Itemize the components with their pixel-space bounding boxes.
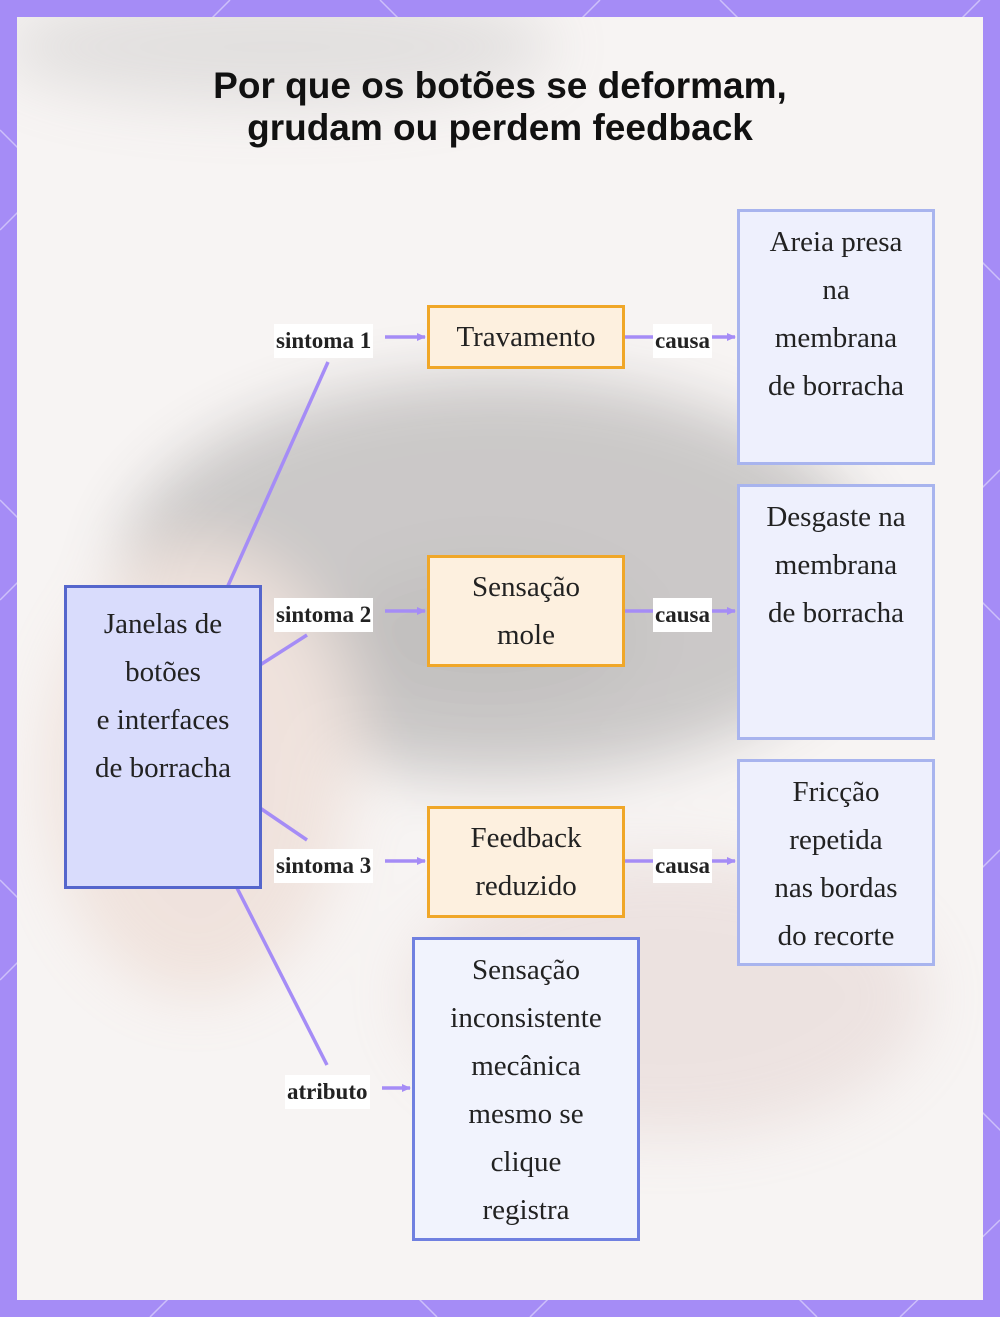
edge-label-symptom-1: sintoma 1	[274, 324, 374, 358]
symptom-node-2: Sensação mole	[427, 555, 625, 667]
cause-node-2: Desgaste na membrana de borracha	[737, 484, 935, 740]
symptom-2-line: Sensação	[472, 571, 580, 603]
cause-1-line: na	[822, 274, 850, 306]
cause-3-line: Fricção	[792, 776, 880, 808]
edge-label-symptom-2: sintoma 2	[274, 598, 374, 632]
symptom-3-line: Feedback	[470, 822, 582, 854]
title-line-2: grudam ou perdem feedback	[247, 107, 753, 148]
attribute-line: clique	[490, 1146, 562, 1178]
attribute-line: mecânica	[471, 1050, 581, 1082]
edge-label-symptom-3: sintoma 3	[274, 849, 374, 883]
edge-label-cause-1: causa	[653, 324, 712, 358]
title-line-1: Por que os botões se deformam,	[213, 65, 787, 106]
attribute-line: Sensação	[472, 954, 580, 986]
root-line: e interfaces	[96, 704, 230, 736]
attribute-line: registra	[482, 1194, 570, 1226]
symptom-node-1: Travamento	[427, 305, 625, 369]
edge-label-cause-2: causa	[653, 598, 712, 632]
cause-1-line: Areia presa	[769, 226, 903, 258]
edge-label-attribute: atributo	[285, 1075, 370, 1109]
edge-label-cause-3: causa	[653, 849, 712, 883]
root-node: Janelas de botões e interfaces de borrac…	[64, 585, 262, 889]
symptom-2-line: mole	[497, 619, 555, 651]
symptom-3-line: reduzido	[475, 870, 577, 902]
cause-node-1: Areia presa na membrana de borracha	[737, 209, 935, 465]
edge-root-to-symptom-1	[225, 361, 330, 589]
root-line: botões	[125, 656, 201, 688]
diagram-card: Por que os botões se deformam, grudam ou…	[17, 17, 983, 1300]
edge-root-to-symptom-2	[259, 633, 308, 667]
cause-3-line: do recorte	[777, 920, 895, 952]
cause-3-line: repetida	[789, 824, 883, 856]
root-line: de borracha	[94, 752, 232, 784]
attribute-line: mesmo se	[468, 1098, 584, 1130]
edge-root-to-attribute	[235, 887, 329, 1066]
attribute-line: inconsistente	[450, 1002, 602, 1034]
cause-3-line: nas bordas	[774, 872, 898, 904]
cause-2-line: Desgaste na	[766, 501, 906, 533]
root-line: Janelas de	[103, 608, 223, 640]
edge-root-to-symptom-3	[259, 806, 308, 842]
cause-node-3: Fricção repetida nas bordas do recorte	[737, 759, 935, 966]
cause-1-line: de borracha	[767, 370, 905, 402]
symptom-1-line: Travamento	[456, 321, 596, 353]
symptom-node-3: Feedback reduzido	[427, 806, 625, 918]
cause-2-line: membrana	[774, 549, 898, 581]
cause-1-line: membrana	[774, 322, 898, 354]
diagram-title: Por que os botões se deformam, grudam ou…	[17, 65, 983, 149]
cause-2-line: de borracha	[767, 597, 905, 629]
attribute-node: Sensação inconsistente mecânica mesmo se…	[412, 937, 640, 1241]
